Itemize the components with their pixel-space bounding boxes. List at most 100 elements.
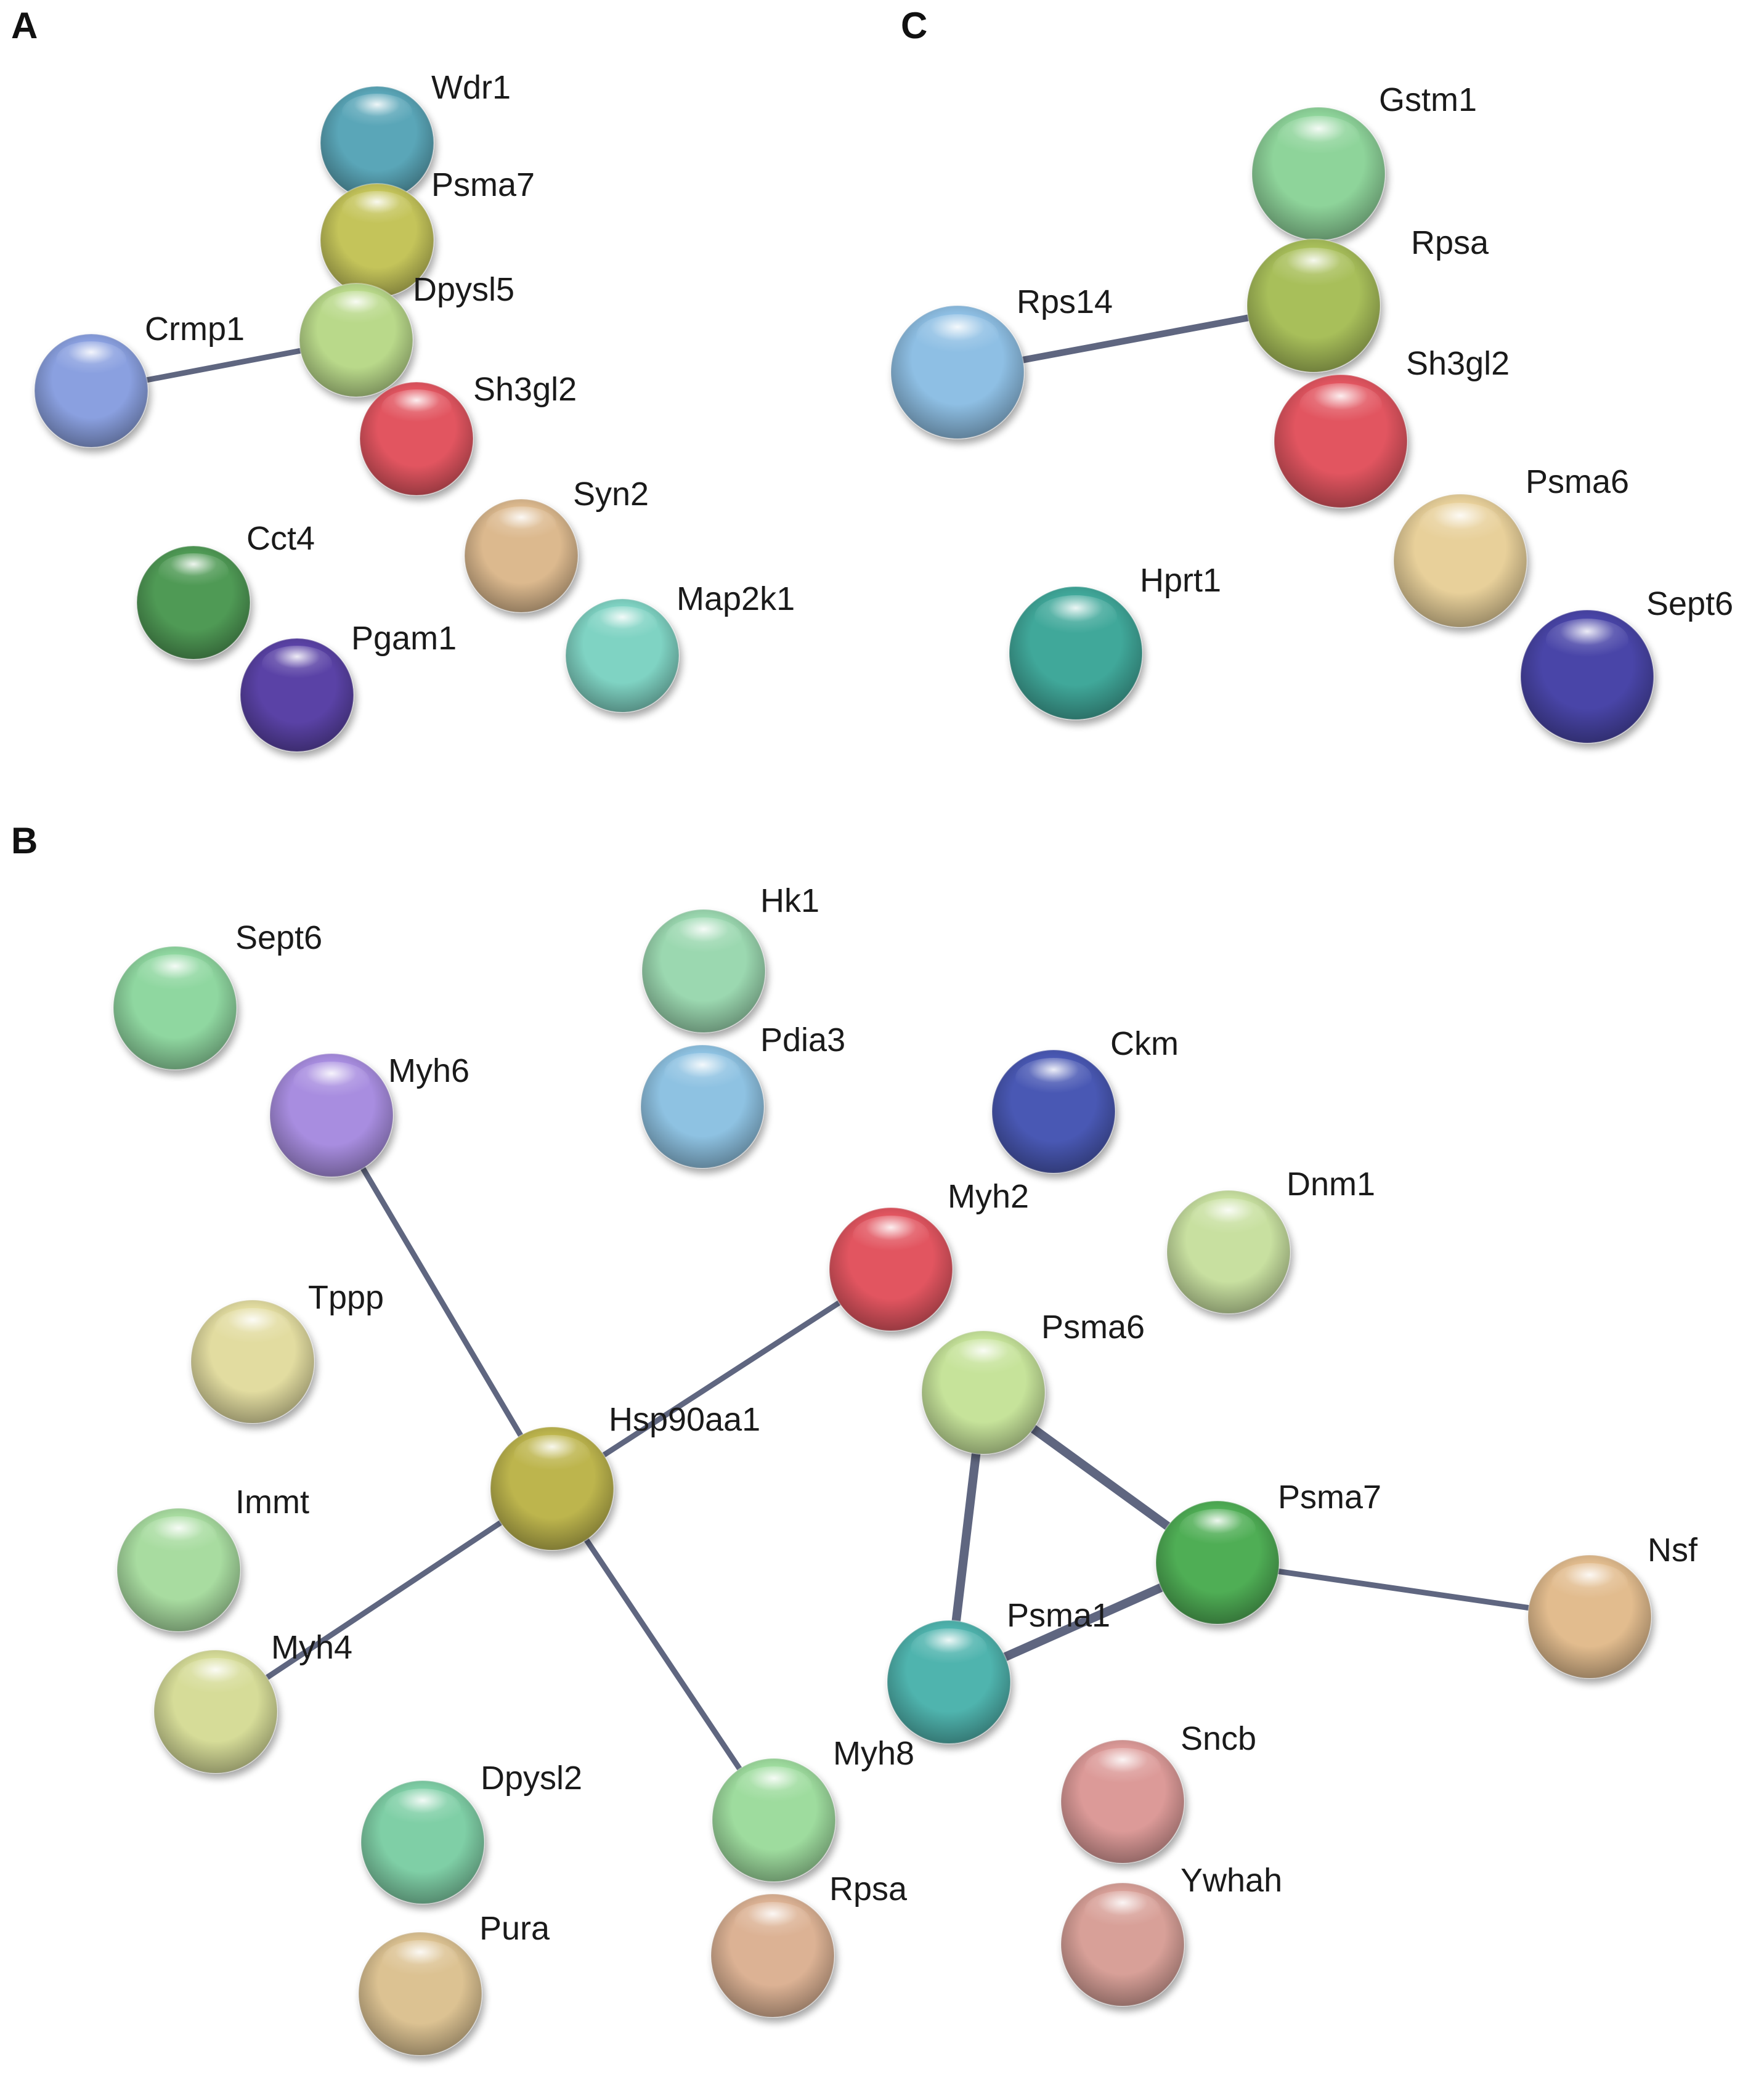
node-myh4[interactable]: Myh4 [153, 1629, 352, 1774]
panel-letter-b: B [11, 820, 38, 861]
node-myh6[interactable]: Myh6 [269, 1052, 469, 1177]
node-sh3gl2[interactable]: Sh3gl2 [1274, 345, 1510, 508]
node-gstm1[interactable]: Gstm1 [1251, 81, 1477, 241]
edge-hsp90aa1-myh8 [549, 1485, 777, 1823]
node-highlight [1551, 1563, 1628, 1603]
node-highlight [293, 1062, 370, 1101]
node-highlight [1299, 383, 1382, 426]
node-label-ckm: Ckm [1110, 1025, 1179, 1062]
node-myh8[interactable]: Myh8 [712, 1735, 914, 1882]
node-highlight [1190, 1198, 1267, 1238]
node-highlight [1084, 1748, 1161, 1787]
node-label-syn2: Syn2 [573, 476, 649, 513]
node-highlight [514, 1435, 590, 1474]
edge-hsp90aa1-myh4 [213, 1485, 555, 1715]
node-highlight [1084, 1891, 1161, 1930]
node-rps14[interactable]: Rps14 [890, 283, 1113, 439]
node-label-hk1: Hk1 [760, 882, 819, 919]
node-hprt1[interactable]: Hprt1 [1009, 562, 1221, 720]
node-label-psma6: Psma6 [1526, 463, 1629, 500]
node-highlight [665, 917, 742, 957]
node-tppp[interactable]: Tppp [190, 1279, 384, 1424]
node-label-sh3gl2: Sh3gl2 [1406, 345, 1510, 382]
node-highlight [384, 1789, 461, 1828]
node-highlight [341, 190, 413, 227]
node-label-psma1: Psma1 [1007, 1597, 1110, 1634]
node-highlight [486, 506, 557, 543]
node-highlight [177, 1658, 254, 1697]
node-rpsa[interactable]: Rpsa [1246, 224, 1489, 373]
node-label-map2k1: Map2k1 [677, 580, 795, 617]
node-label-sncb: Sncb [1181, 1720, 1256, 1757]
node-sept6[interactable]: Sept6 [1520, 585, 1733, 744]
node-highlight [1546, 619, 1628, 662]
node-highlight [853, 1216, 929, 1255]
node-dpysl5[interactable]: Dpysl5 [299, 271, 514, 397]
panel-b-nodes: Sept6 Hk1 Pdia3 Myh6 Ckm Myh2 Dnm1 Tppp … [113, 882, 1698, 2056]
node-label-cct4: Cct4 [246, 520, 315, 557]
node-highlight [664, 1053, 741, 1092]
edge-myh6-hsp90aa1 [328, 1112, 555, 1492]
node-highlight [587, 606, 658, 643]
node-highlight [1419, 503, 1502, 546]
node-psma1[interactable]: Psma1 [887, 1597, 1110, 1744]
node-highlight [341, 93, 413, 130]
node-label-immt: Immt [235, 1484, 309, 1521]
node-psma6[interactable]: Psma6 [921, 1309, 1145, 1455]
edge-psma7-nsf [1214, 1559, 1593, 1620]
node-label-myh6: Myh6 [388, 1052, 469, 1089]
node-psma7[interactable]: Psma7 [320, 166, 535, 298]
node-label-nsf: Nsf [1648, 1532, 1698, 1569]
node-map2k1[interactable]: Map2k1 [565, 580, 795, 713]
node-pgam1[interactable]: Pgam1 [240, 620, 457, 752]
node-label-sept6: Sept6 [235, 919, 322, 956]
node-pdia3[interactable]: Pdia3 [640, 1022, 845, 1169]
node-highlight [1277, 116, 1360, 159]
node-dpysl2[interactable]: Dpysl2 [360, 1760, 582, 1904]
node-label-rps14: Rps14 [1017, 283, 1113, 320]
panel-letter-a: A [11, 5, 38, 46]
node-sh3gl2[interactable]: Sh3gl2 [359, 371, 577, 496]
node-rpsa[interactable]: Rpsa [710, 1871, 908, 2018]
node-psma7[interactable]: Psma7 [1155, 1479, 1381, 1625]
node-highlight [137, 954, 213, 994]
node-label-myh2: Myh2 [948, 1178, 1029, 1215]
node-hk1[interactable]: Hk1 [641, 882, 819, 1033]
node-crmp1[interactable]: Crmp1 [34, 311, 245, 448]
node-label-rpsa: Rpsa [829, 1871, 908, 1907]
node-highlight [382, 1940, 458, 1980]
node-label-psma6: Psma6 [1041, 1309, 1145, 1346]
node-sept6[interactable]: Sept6 [113, 919, 322, 1070]
node-highlight [261, 645, 333, 682]
node-hsp90aa1[interactable]: Hsp90aa1 [490, 1401, 760, 1551]
node-highlight [320, 290, 392, 327]
node-highlight [1179, 1509, 1256, 1548]
node-sncb[interactable]: Sncb [1060, 1720, 1256, 1864]
node-label-wdr1: Wdr1 [431, 69, 511, 106]
node-ywhah[interactable]: Ywhah [1060, 1862, 1282, 2007]
node-label-myh4: Myh4 [271, 1629, 352, 1666]
node-wdr1[interactable]: Wdr1 [320, 69, 511, 200]
node-highlight [140, 1516, 217, 1556]
node-ckm[interactable]: Ckm [991, 1025, 1179, 1174]
node-highlight [55, 341, 127, 378]
node-dnm1[interactable]: Dnm1 [1166, 1166, 1375, 1314]
node-highlight [734, 1902, 811, 1941]
node-highlight [945, 1339, 1022, 1378]
node-syn2[interactable]: Syn2 [464, 476, 649, 613]
node-cct4[interactable]: Cct4 [136, 520, 315, 660]
node-label-dpysl2: Dpysl2 [481, 1760, 582, 1797]
node-psma6[interactable]: Psma6 [1393, 463, 1629, 628]
panel-a-nodes: Wdr1 Psma7 Dpysl5 Crmp1 Sh3gl2 Syn2 Cct4… [34, 69, 795, 752]
node-nsf[interactable]: Nsf [1527, 1532, 1698, 1679]
node-label-crmp1: Crmp1 [145, 311, 245, 347]
node-label-myh8: Myh8 [833, 1735, 914, 1772]
node-label-pura: Pura [479, 1910, 550, 1947]
panel-c-nodes: Gstm1 Rpsa Rps14 Sh3gl2 Psma6 Hprt1 Sept… [890, 81, 1733, 744]
node-immt[interactable]: Immt [116, 1484, 309, 1632]
node-label-sh3gl2: Sh3gl2 [473, 371, 577, 408]
panel-letter-c: C [901, 5, 927, 46]
node-pura[interactable]: Pura [358, 1910, 550, 2056]
node-myh2[interactable]: Myh2 [829, 1178, 1029, 1331]
